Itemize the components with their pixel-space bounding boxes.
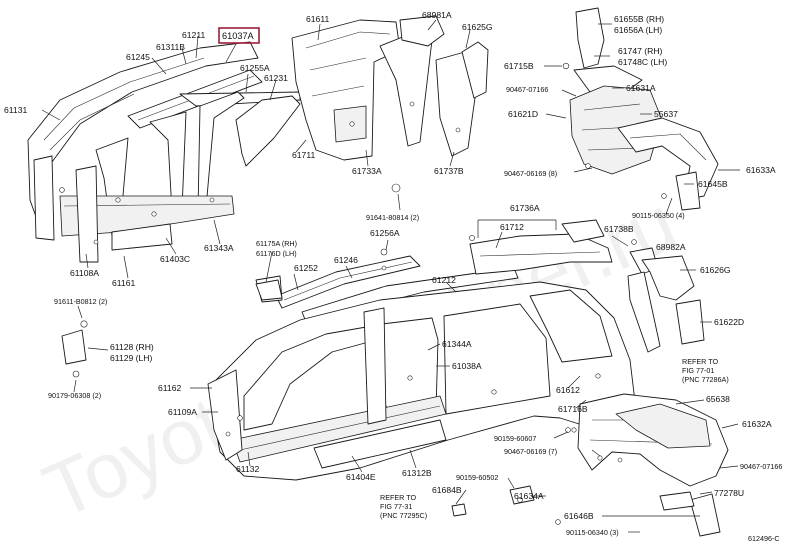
label-61656A-lh[interactable]: 61656A (LH) <box>614 25 662 35</box>
label-55637[interactable]: 55637 <box>654 109 678 119</box>
label-fig-77-31[interactable]: FIG 77-31 <box>380 502 412 511</box>
label-90467-07166-lower[interactable]: 90467-07166 <box>740 462 782 471</box>
label-61712[interactable]: 61712 <box>500 222 524 232</box>
label-77278U[interactable]: 77278U <box>714 488 744 498</box>
label-61343A[interactable]: 61343A <box>204 243 234 253</box>
label-91611-B0812-2[interactable]: 91611-B0812 (2) <box>54 297 107 306</box>
label-61161[interactable]: 61161 <box>112 278 135 288</box>
figure-code: 612496-C <box>748 534 780 543</box>
middle-quarter-frame-assembly <box>469 219 613 275</box>
label-61231[interactable]: 61231 <box>264 73 288 83</box>
label-61176D-lh[interactable]: 61176D (LH) <box>256 249 297 258</box>
label-61747-rh[interactable]: 61747 (RH) <box>618 46 663 56</box>
label-fig-77-01[interactable]: FIG 77-01 <box>682 366 714 375</box>
label-68981A[interactable]: 68981A <box>422 10 452 20</box>
label-61738B[interactable]: 61738B <box>604 224 634 234</box>
label-61611[interactable]: 61611 <box>306 14 329 24</box>
label-61252[interactable]: 61252 <box>294 263 318 273</box>
label-61612[interactable]: 61612 <box>556 385 580 395</box>
label-91641-80814-2[interactable]: 91641-80814 (2) <box>366 213 419 222</box>
label-61716B[interactable]: 61716B <box>558 404 588 414</box>
label-61131[interactable]: 61131 <box>4 105 27 115</box>
lower-right-wheel-house-assembly <box>565 393 729 537</box>
label-61246[interactable]: 61246 <box>334 255 358 265</box>
label-61132[interactable]: 61132 <box>236 464 259 474</box>
label-61175A-rh[interactable]: 61175A (RH) <box>256 239 297 248</box>
label-61684B[interactable]: 61684B <box>432 485 462 495</box>
label-61404E[interactable]: 61404E <box>346 472 376 482</box>
label-61711[interactable]: 61711 <box>292 150 315 160</box>
label-61312B[interactable]: 61312B <box>402 468 432 478</box>
label-61737B[interactable]: 61737B <box>434 166 464 176</box>
label-61245[interactable]: 61245 <box>126 52 150 62</box>
label-61256A[interactable]: 61256A <box>370 228 400 238</box>
label-68982A[interactable]: 68982A <box>656 242 686 252</box>
label-90467-07166-upper[interactable]: 90467-07166 <box>506 85 548 94</box>
label-90115-06340-3[interactable]: 90115-06340 (3) <box>566 528 619 537</box>
label-61211[interactable]: 61211 <box>182 30 205 40</box>
label-65638[interactable]: 65638 <box>706 394 730 404</box>
label-61748C-lh[interactable]: 61748C (LH) <box>618 57 667 67</box>
label-61037A[interactable]: 61037A <box>222 31 255 41</box>
label-61162[interactable]: 61162 <box>158 383 181 393</box>
label-61733A[interactable]: 61733A <box>352 166 382 176</box>
label-61655B-rh[interactable]: 61655B (RH) <box>614 14 664 24</box>
label-61128-rh[interactable]: 61128 (RH) <box>110 342 154 352</box>
upper-left-side-panel-assembly <box>27 41 301 263</box>
label-61634A[interactable]: 61634A <box>514 491 544 501</box>
label-61212[interactable]: 61212 <box>432 275 456 285</box>
label-61715B[interactable]: 61715B <box>504 61 534 71</box>
right-middle-brackets <box>627 239 705 353</box>
label-61108A[interactable]: 61108A <box>70 268 99 278</box>
label-61129-lh[interactable]: 61129 (LH) <box>110 353 152 363</box>
highlight-box <box>218 27 260 44</box>
label-61109A[interactable]: 61109A <box>168 407 197 417</box>
lower-side-body-outer-assembly <box>207 281 637 481</box>
leader-lines <box>41 19 740 533</box>
label-61631A[interactable]: 61631A <box>626 83 656 93</box>
label-61625G[interactable]: 61625G <box>462 22 493 32</box>
upper-right-wheel-house-assembly <box>562 7 719 211</box>
label-90467-06169-8[interactable]: 90467-06169 (8) <box>504 169 557 178</box>
label-90467-06169-7[interactable]: 90467-06169 (7) <box>504 447 557 456</box>
label-90159-60502[interactable]: 90159-60502 <box>456 473 498 482</box>
label-61626G[interactable]: 61626G <box>700 265 731 275</box>
label-61646B[interactable]: 61646B <box>564 511 594 521</box>
label-61736A[interactable]: 61736A <box>510 203 540 213</box>
label-61403C[interactable]: 61403C <box>160 254 190 264</box>
label-90159-60607[interactable]: 90159-60607 <box>494 434 536 443</box>
lower-left-brackets <box>61 279 577 525</box>
label-refer-to-lower[interactable]: REFER TO <box>380 493 416 502</box>
label-61645B[interactable]: 61645B <box>698 179 728 189</box>
label-61633A[interactable]: 61633A <box>746 165 776 175</box>
label-61344A[interactable]: 61344A <box>442 339 472 349</box>
label-90179-06308-2[interactable]: 90179-06308 (2) <box>48 391 101 400</box>
label-61621D[interactable]: 61621D <box>508 109 538 119</box>
label-61622D[interactable]: 61622D <box>714 317 744 327</box>
upper-quarter-inner-assembly <box>291 15 489 193</box>
label-pnc-77295c[interactable]: (PNC 77295C) <box>380 511 427 520</box>
label-61632A[interactable]: 61632A <box>742 419 772 429</box>
label-61311B[interactable]: 61311B <box>156 42 185 52</box>
label-61255A[interactable]: 61255A <box>240 63 270 73</box>
label-90115-06350-4[interactable]: 90115-06350 (4) <box>632 211 685 220</box>
label-61038A[interactable]: 61038A <box>452 361 482 371</box>
callout-labels: 61211 61037A 61611 68981A 61625G 61655B … <box>4 10 782 543</box>
label-refer-to-upper[interactable]: REFER TO <box>682 357 718 366</box>
label-pnc-77286a[interactable]: (PNC 77286A) <box>682 375 729 384</box>
